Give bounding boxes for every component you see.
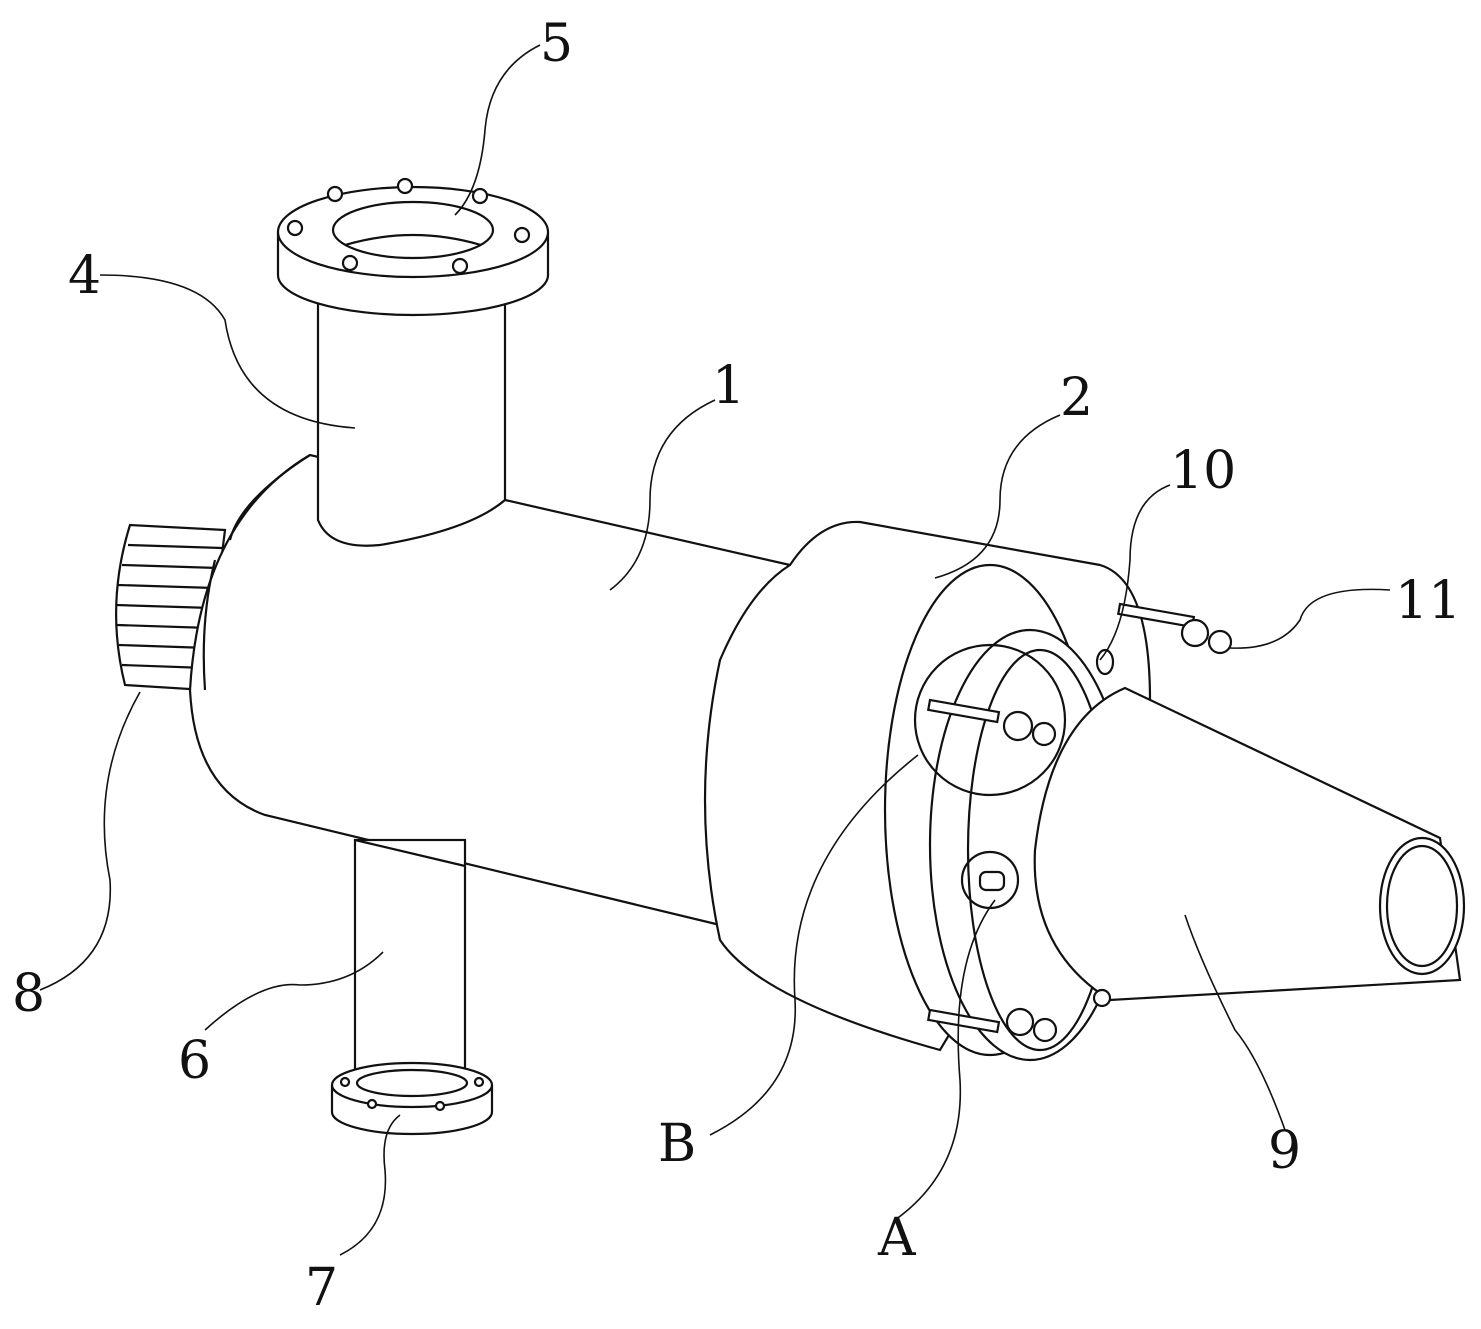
label-7: 7 — [305, 1262, 338, 1314]
label-1: 1 — [712, 360, 745, 412]
label-6: 6 — [178, 1035, 211, 1087]
label-10: 10 — [1170, 445, 1236, 497]
label-5: 5 — [540, 18, 573, 70]
label-b: B — [658, 1118, 696, 1170]
outlet-pipe-6 — [332, 840, 492, 1134]
label-8: 8 — [12, 968, 45, 1020]
label-4: 4 — [68, 250, 101, 302]
cone-nozzle-9 — [1035, 688, 1464, 1000]
label-a: A — [878, 1212, 916, 1264]
label-9: 9 — [1268, 1125, 1301, 1177]
main-body-1 — [190, 455, 790, 925]
label-2: 2 — [1060, 372, 1093, 424]
label-11: 11 — [1395, 575, 1461, 627]
inlet-pipe-4 — [278, 179, 548, 546]
